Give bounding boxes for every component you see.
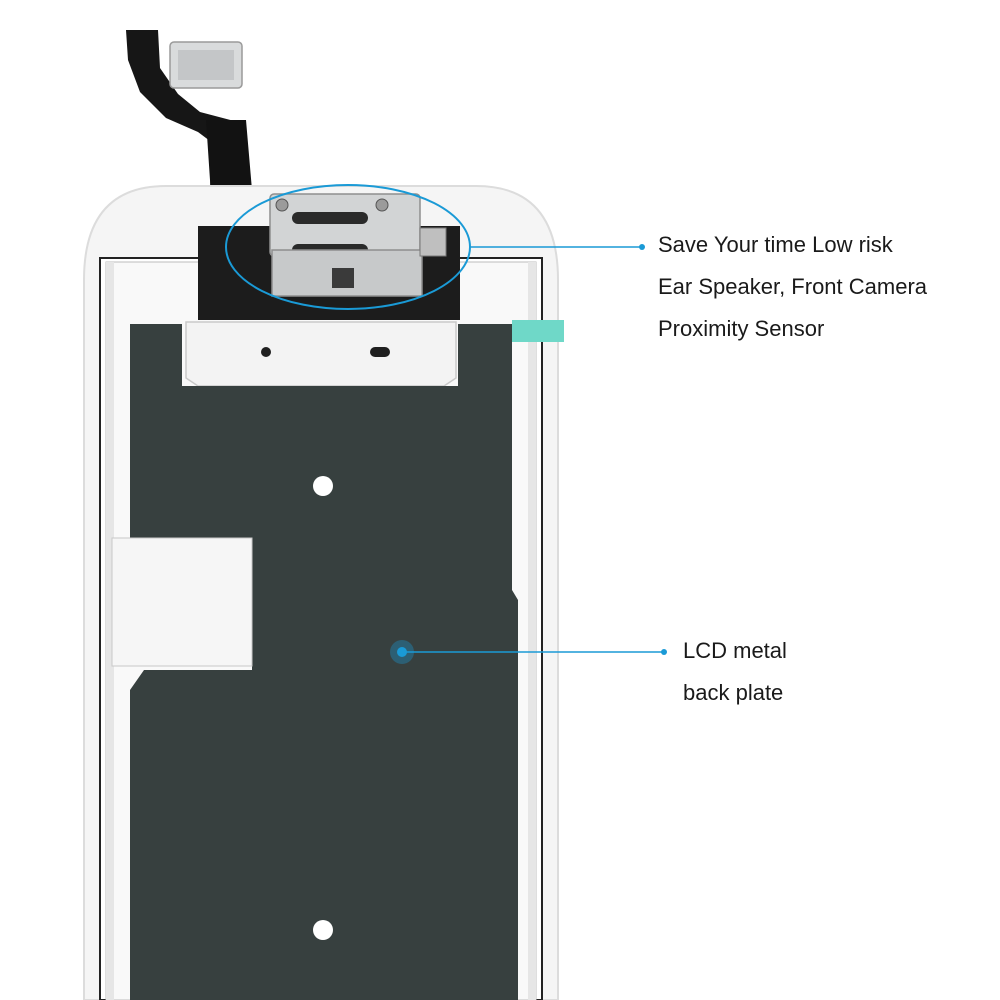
callout-line: LCD metal — [683, 638, 787, 663]
callout-line: Proximity Sensor — [658, 316, 825, 341]
callout-line: Save Your time Low risk — [658, 232, 893, 257]
plate-hole-top — [313, 476, 333, 496]
dot-icon — [639, 244, 645, 250]
back-plate-callout: LCD metal back plate — [683, 630, 787, 714]
callout-line: Ear Speaker, Front Camera — [658, 274, 928, 299]
teal-tab — [512, 320, 564, 342]
dot-icon — [661, 649, 667, 655]
top-shield-plate — [185, 321, 457, 387]
earpiece-callout: Save Your time Low risk Ear Speaker, Fro… — [658, 224, 927, 350]
plate-hole-bottom — [313, 920, 333, 940]
earpiece-bracket — [198, 193, 460, 320]
callout-line: back plate — [683, 680, 784, 705]
lcd-metal-back-plate — [130, 324, 518, 1000]
plate-cutout — [111, 537, 253, 667]
